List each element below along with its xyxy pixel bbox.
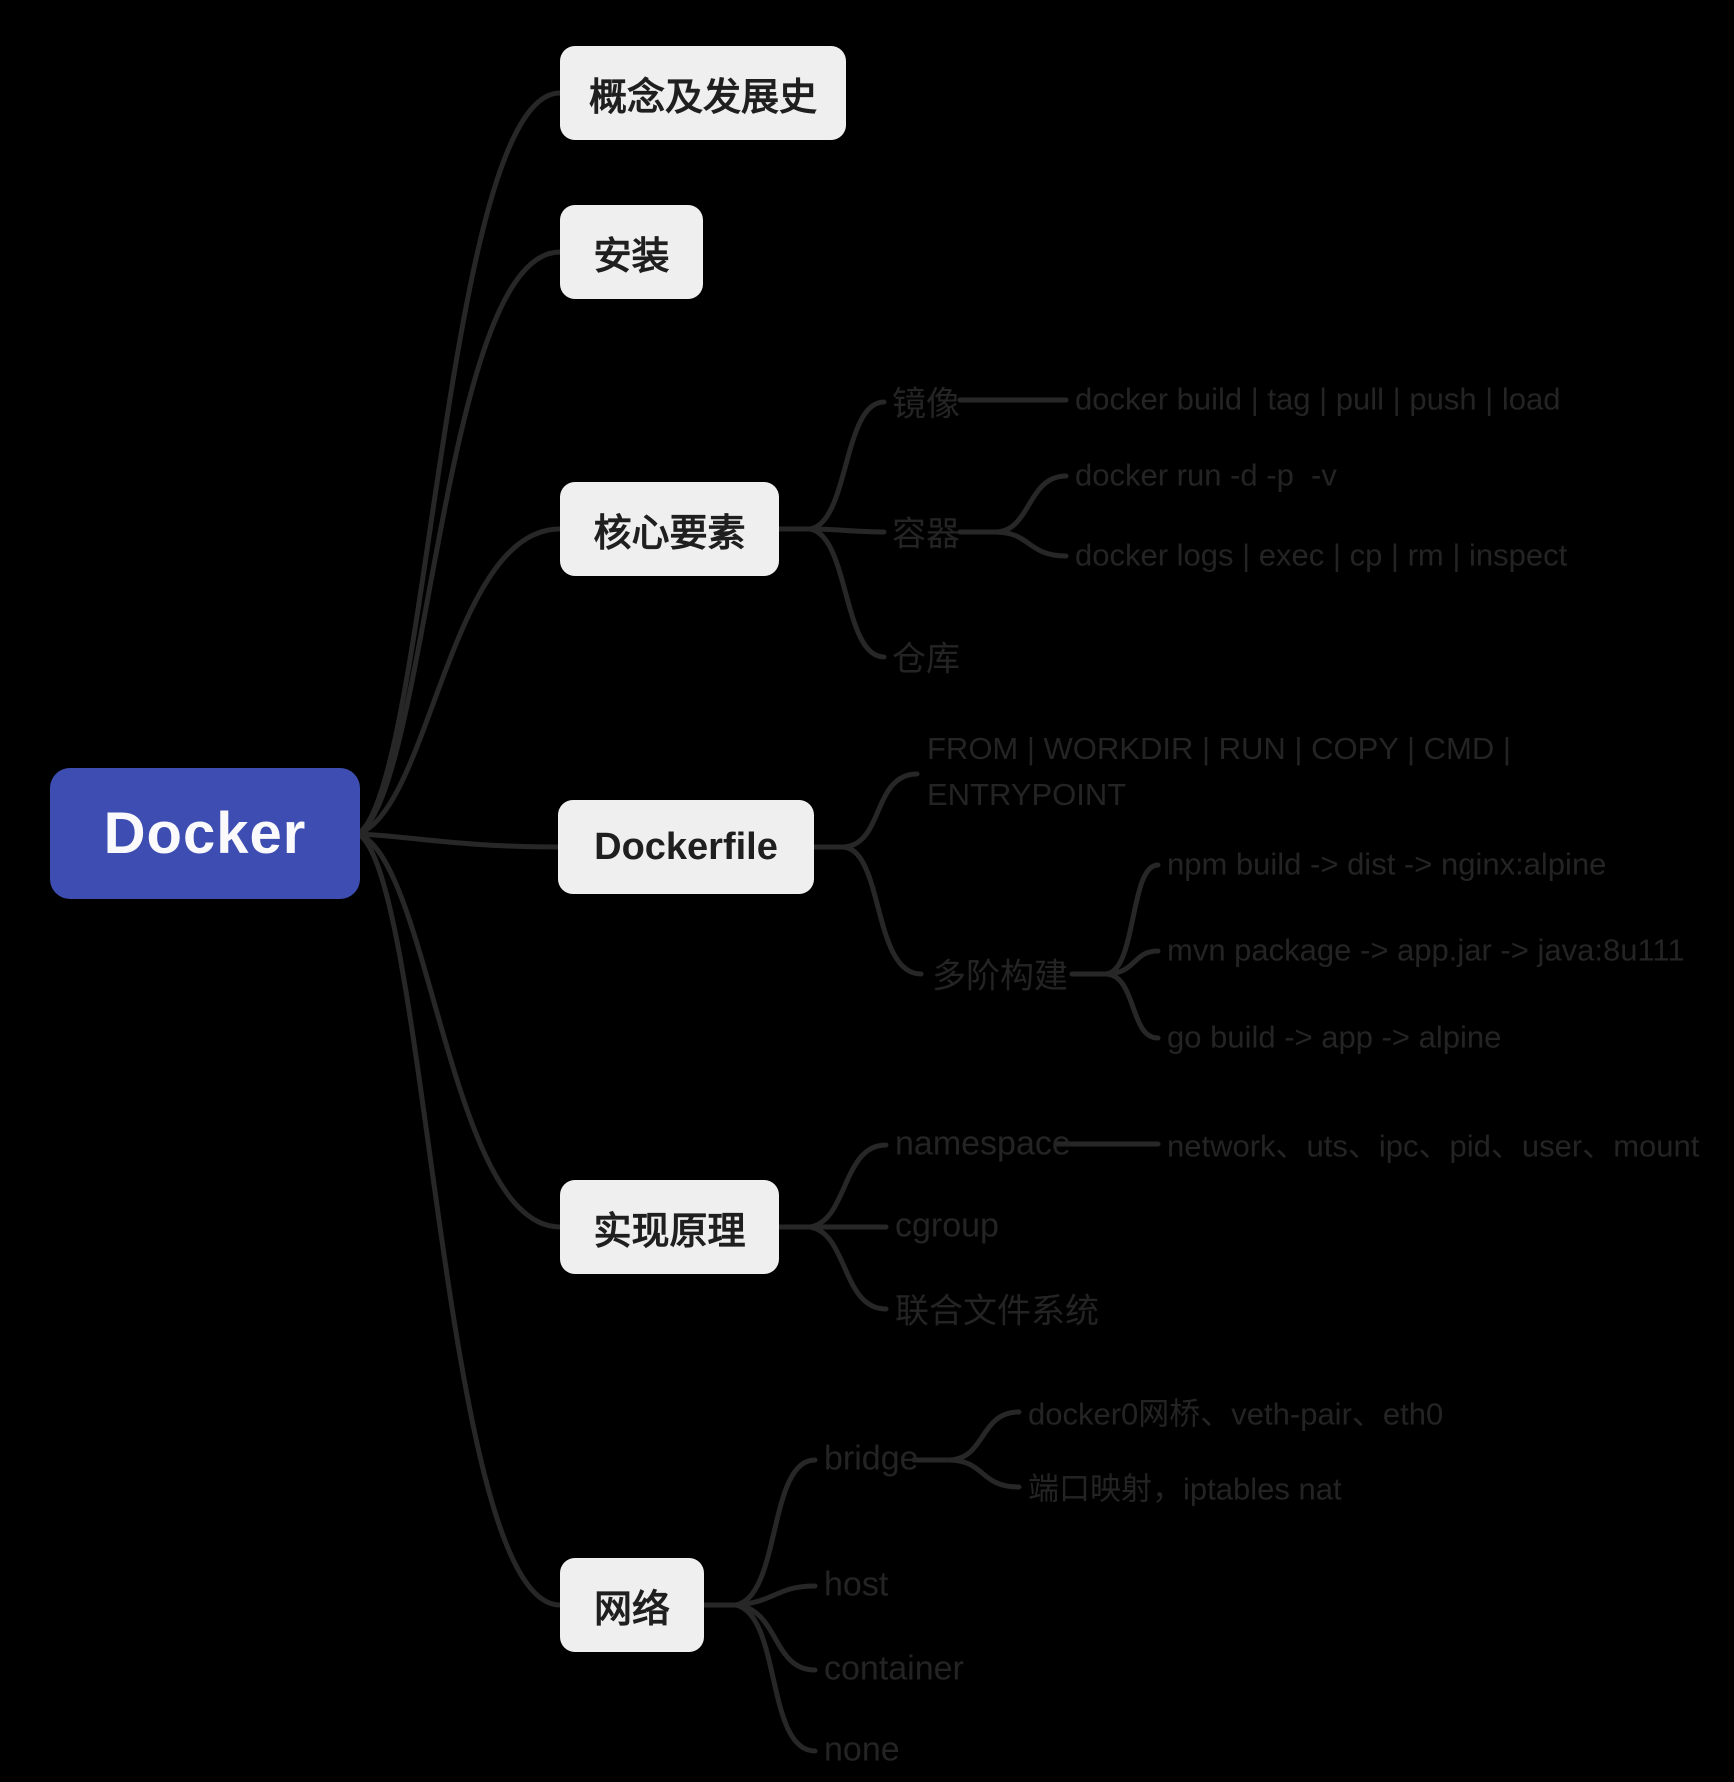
edge-container-run <box>992 473 1069 535</box>
edge-root-install <box>355 249 563 837</box>
root-label: Docker <box>103 801 307 866</box>
leaf-docker-logs-cmds[interactable]: docker logs | exec | cp | rm | inspect <box>1075 537 1568 573</box>
edge-multi-npm <box>1102 862 1161 977</box>
leaf-npm-build[interactable]: npm build -> dist -> nginx:alpine <box>1167 846 1607 882</box>
node-bridge[interactable]: bridge <box>824 1439 919 1478</box>
node-dockerfile-instructions[interactable]: FROM | WORKDIR | RUN | COPY | CMD | ENTR… <box>927 731 1511 813</box>
node-image[interactable]: 镜像 <box>892 385 960 424</box>
edge-root-dockerfile <box>355 831 561 850</box>
edge-root-core <box>355 526 563 837</box>
node-container[interactable]: 容器 <box>892 515 960 554</box>
edge-core-image <box>807 399 887 532</box>
node-none[interactable]: none <box>824 1730 900 1769</box>
node-registry[interactable]: 仓库 <box>892 640 960 679</box>
edge-principle-namespace <box>807 1142 889 1230</box>
edge-core-container <box>807 526 887 535</box>
branch-label: 网络 <box>593 1588 670 1631</box>
branch-concept-history[interactable]: 概念及发展史 <box>560 46 846 140</box>
branch-label: Dockerfile <box>594 825 778 868</box>
branch-label: 核心要素 <box>593 512 746 555</box>
edge-dockerfile-multi <box>839 844 924 977</box>
node-host[interactable]: host <box>824 1565 889 1604</box>
edge-multi-go <box>1102 971 1161 1041</box>
node-container-mode[interactable]: container <box>824 1649 964 1688</box>
edge-container-logs <box>992 529 1069 559</box>
node-namespace[interactable]: namespace <box>895 1124 1071 1163</box>
edge-dockerfile-instr <box>839 771 920 850</box>
branch-principle[interactable]: 实现原理 <box>560 1180 779 1274</box>
edge-network-none <box>733 1602 818 1754</box>
branch-label: 概念及发展史 <box>588 76 817 119</box>
edge-network-host <box>733 1583 818 1608</box>
edge-root-principle <box>355 831 563 1230</box>
branch-label: 实现原理 <box>593 1210 746 1253</box>
leaf-port-mapping[interactable]: 端口映射，iptables nat <box>1028 1471 1342 1507</box>
node-multistage-build[interactable]: 多阶构建 <box>932 957 1068 996</box>
leaf-go-build[interactable]: go build -> app -> alpine <box>1167 1019 1502 1055</box>
edge-network-container <box>733 1602 818 1673</box>
edge-root-network <box>355 831 563 1608</box>
node-union-filesystem[interactable]: 联合文件系统 <box>895 1292 1099 1331</box>
edge-bridge-docker0 <box>945 1409 1022 1463</box>
leaf-docker-run-cmd[interactable]: docker run -d -p -v <box>1075 457 1337 493</box>
edge-bridge-portmap <box>945 1457 1022 1490</box>
leaf-bridge-components[interactable]: docker0网桥、veth-pair、eth0 <box>1028 1396 1444 1432</box>
edge-root-concept <box>355 90 563 837</box>
branch-label: 安装 <box>593 235 670 278</box>
branch-core-elements[interactable]: 核心要素 <box>560 482 779 576</box>
edge-core-registry <box>807 526 887 660</box>
edge-principle-unionfs <box>807 1224 889 1312</box>
node-cgroup[interactable]: cgroup <box>895 1206 999 1245</box>
leaf-docker-build-cmds[interactable]: docker build | tag | pull | push | load <box>1075 381 1561 417</box>
leaf-mvn-package[interactable]: mvn package -> app.jar -> java:8u111 <box>1167 932 1685 968</box>
branch-dockerfile[interactable]: Dockerfile <box>558 800 814 894</box>
edge-network-bridge <box>733 1457 818 1608</box>
leaf-namespace-types[interactable]: network、uts、ipc、pid、user、mount <box>1167 1128 1700 1164</box>
root-node[interactable]: Docker <box>50 768 360 899</box>
branch-install[interactable]: 安装 <box>560 205 703 299</box>
branch-network[interactable]: 网络 <box>560 1558 704 1652</box>
